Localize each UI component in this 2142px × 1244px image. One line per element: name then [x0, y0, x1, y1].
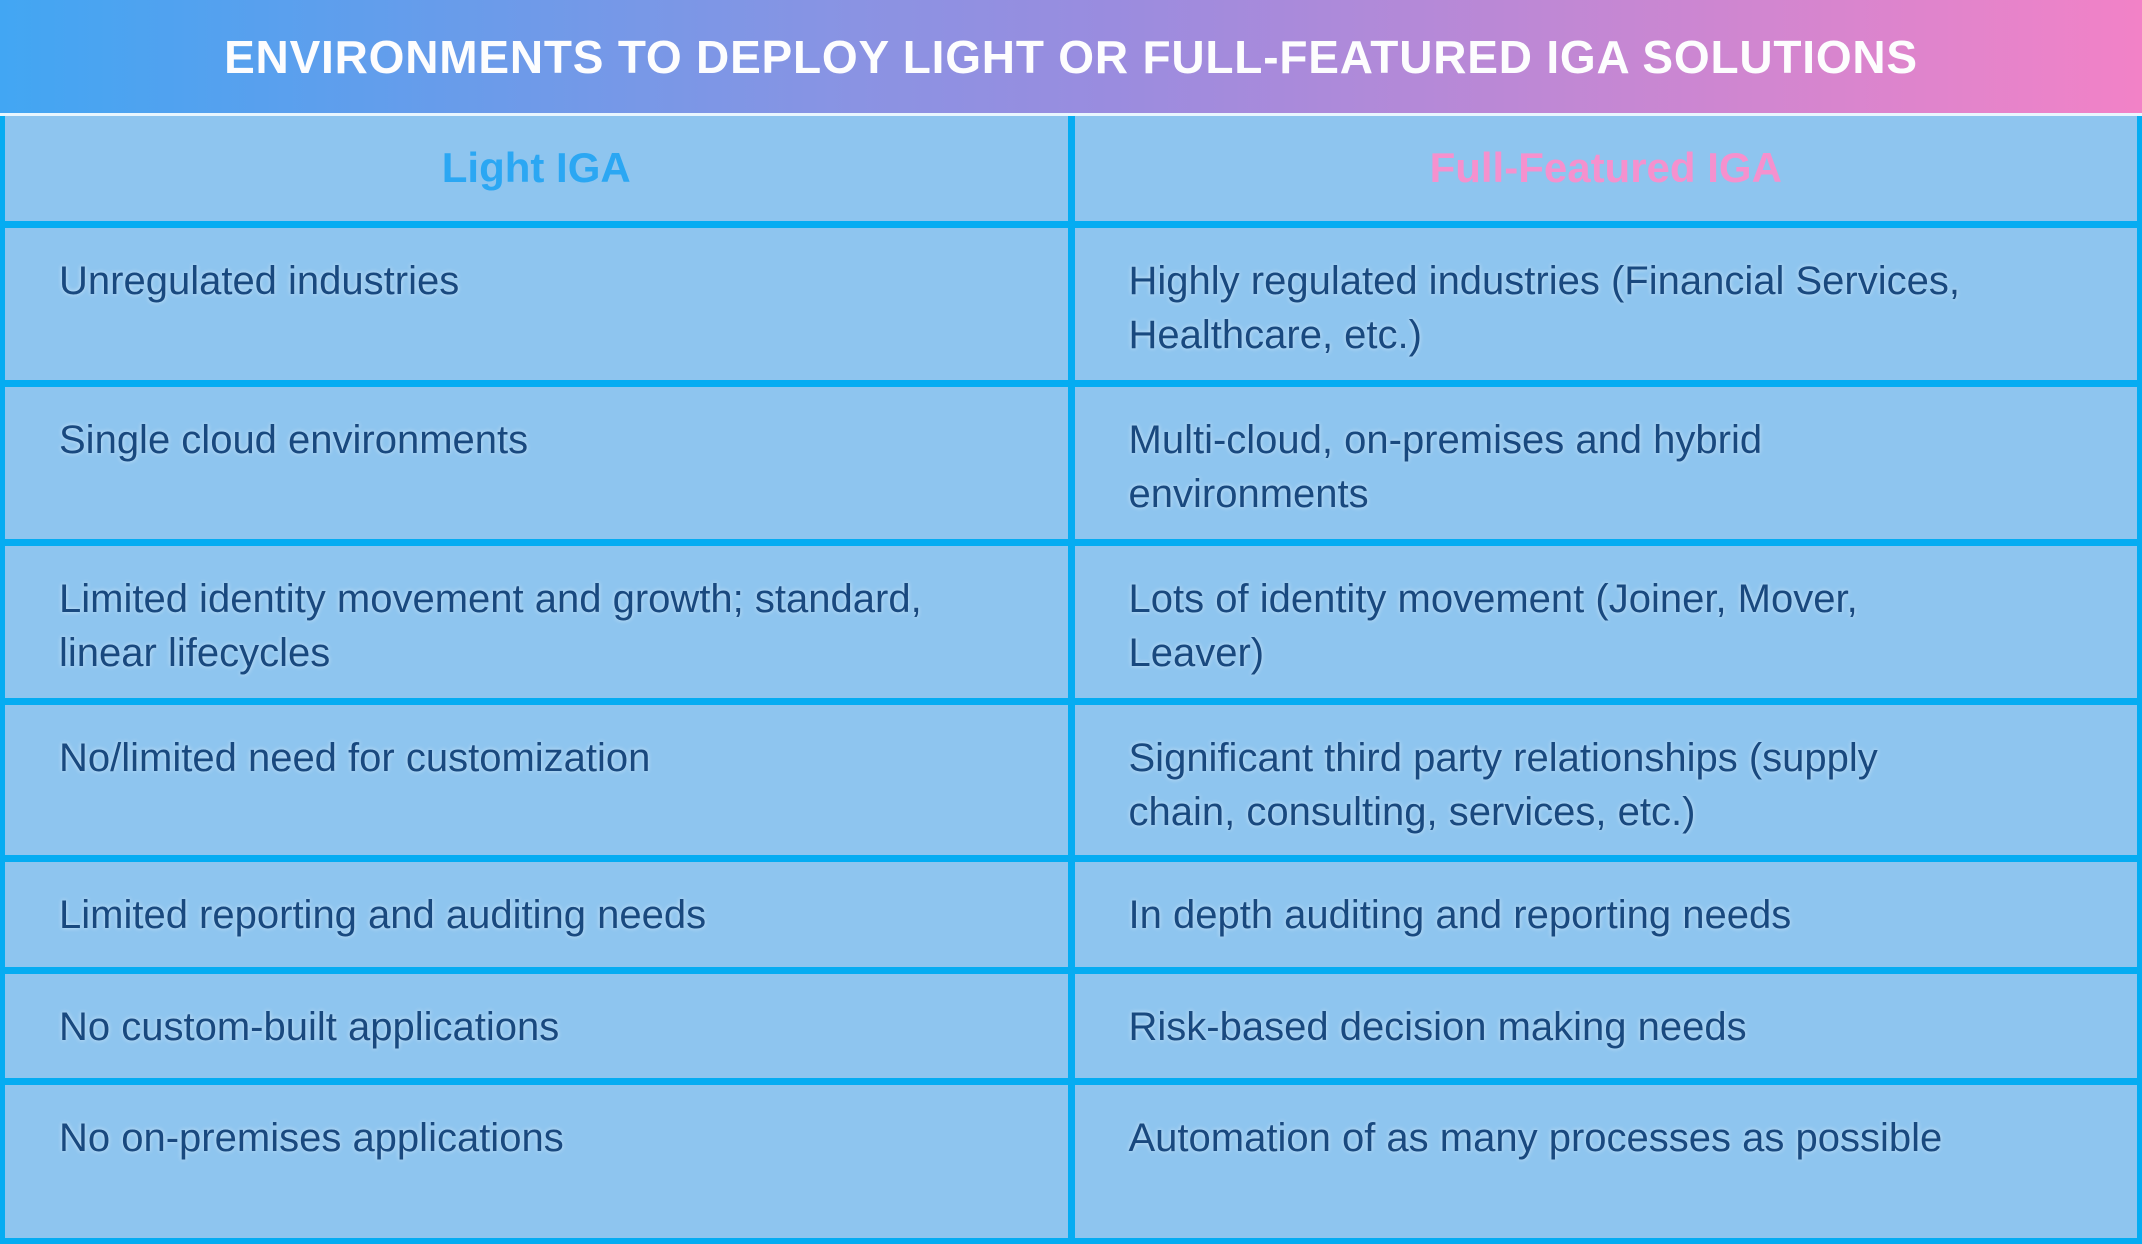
full-featured-iga-cell-row-7: Automation of as many processes as possi… — [1074, 1085, 2137, 1238]
light-iga-cell-row-6: No custom-built applications — [5, 974, 1068, 1078]
light-iga-cell-row-7: No on-premises applications — [5, 1085, 1068, 1238]
page-title: ENVIRONMENTS TO DEPLOY LIGHT OR FULL-FEA… — [224, 30, 1918, 83]
light-iga-cell-row-3: Limited identity movement and growth; st… — [5, 546, 1068, 698]
light-iga-cell-row-5: Limited reporting and auditing needs — [5, 862, 1068, 967]
light-iga-cell-row-1: Unregulated industries — [5, 228, 1068, 380]
full-featured-iga-cell-row-4: Significant third party relationships (s… — [1074, 705, 2137, 855]
column-header-light-iga: Light IGA — [5, 116, 1068, 221]
full-featured-iga-cell-row-5: In depth auditing and reporting needs — [1074, 862, 2137, 967]
light-iga-cell-row-4: No/limited need for customization — [5, 705, 1068, 855]
comparison-table: Light IGA Full-Featured IGA Unregulated … — [0, 113, 2142, 1244]
full-featured-iga-cell-row-6: Risk-based decision making needs — [1074, 974, 2137, 1078]
full-featured-iga-cell-row-1: Highly regulated industries (Financial S… — [1074, 228, 2137, 380]
full-featured-iga-cell-row-3: Lots of identity movement (Joiner, Mover… — [1074, 546, 2137, 698]
light-iga-cell-row-2: Single cloud environments — [5, 387, 1068, 539]
full-featured-iga-cell-row-2: Multi-cloud, on-premises and hybrid envi… — [1074, 387, 2137, 539]
column-header-full-featured-iga: Full-Featured IGA — [1074, 116, 2137, 221]
header-banner: ENVIRONMENTS TO DEPLOY LIGHT OR FULL-FEA… — [0, 0, 2142, 113]
